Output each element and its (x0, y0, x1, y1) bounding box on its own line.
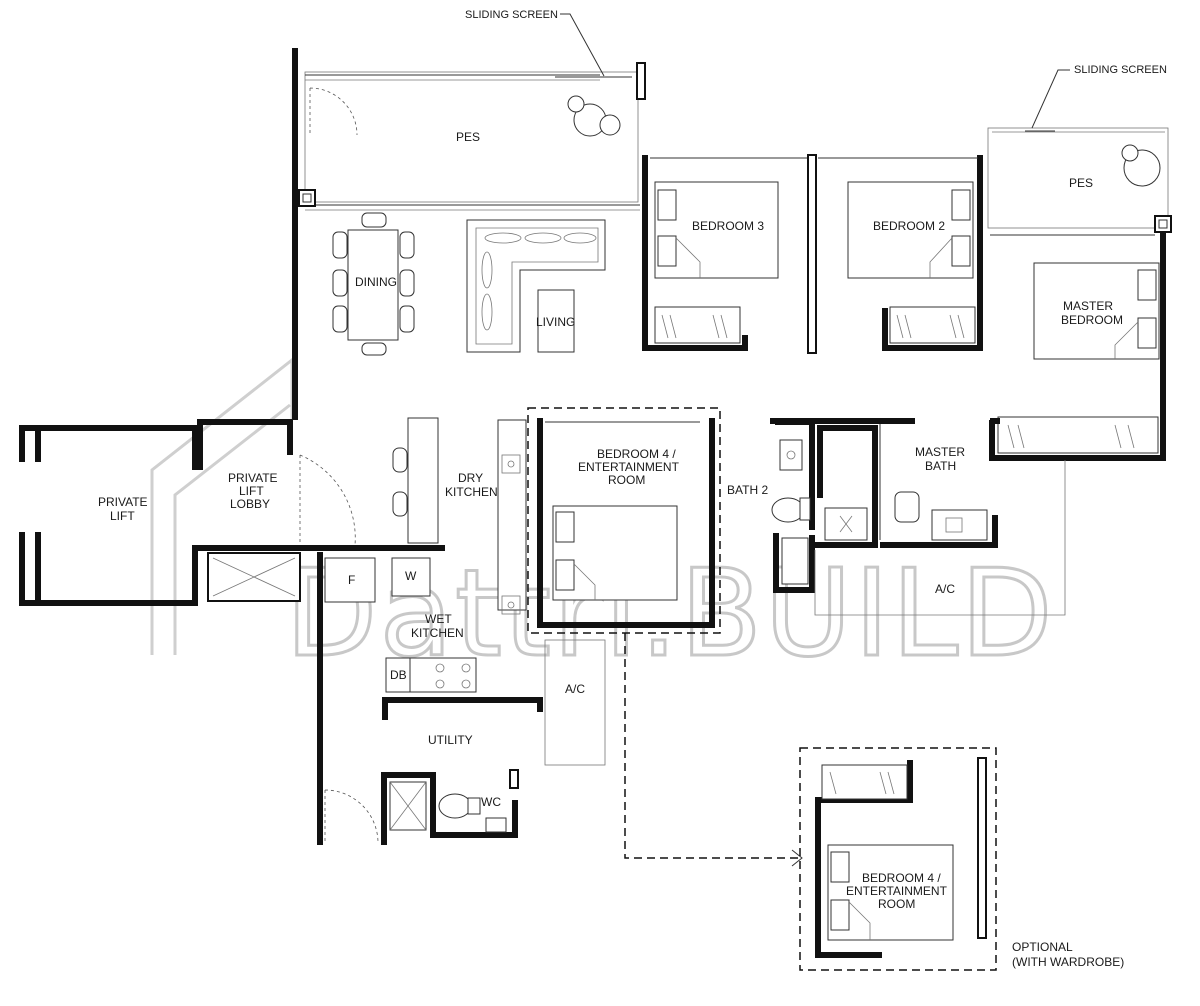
dry-kitchen: DRY KITCHEN (392, 417, 527, 611)
private-lift-label-1: PRIVATE (98, 495, 148, 509)
dining-area: DINING (332, 212, 415, 356)
bedroom4: BEDROOM 4 / ENTERTAINMENT ROOM (527, 407, 721, 634)
bedroom4-optional-label-1: BEDROOM 4 / (862, 871, 941, 885)
master-bedroom-label-1: MASTER (1063, 299, 1113, 313)
bedroom4-optional-label-3: ROOM (878, 897, 915, 911)
master-bedroom: MASTER BEDROOM (989, 215, 1172, 461)
wall-master-bedroom (989, 222, 1166, 461)
bath2-shower (781, 537, 809, 585)
sliding-screen-right-callout: SLIDING SCREEN (1031, 64, 1167, 129)
pes-master-label: PES (1069, 176, 1093, 190)
fridge (324, 557, 376, 603)
private-lift-lobby: PRIVATE LIFT LOBBY (197, 419, 445, 551)
bedroom3: BEDROOM 3 (642, 155, 810, 351)
sliding-screen-right-label: SLIDING SCREEN (1074, 64, 1167, 76)
washer (391, 557, 431, 597)
coffee-table (537, 289, 575, 353)
wet-kitchen-label-1: WET (425, 612, 452, 626)
optional-note-2: (WITH WARDROBE) (1012, 955, 1124, 969)
fridge-label: F (348, 573, 355, 587)
kitchen-counter-dry (497, 419, 527, 611)
wall-bedroom3-left (642, 155, 748, 351)
bedroom4-dashed-outline (527, 407, 721, 634)
pes-main-label: PES (456, 130, 480, 144)
bath2-label: BATH 2 (727, 483, 768, 497)
bath2: BATH 2 (727, 419, 815, 593)
ac-center: A/C (544, 639, 606, 766)
bedroom4-label-2: ENTERTAINMENT (578, 460, 680, 474)
wardrobe-master (997, 416, 1159, 454)
ac-right: A/C (814, 460, 1066, 616)
optional-arrow-head (791, 849, 803, 867)
bedroom4-label-3: ROOM (608, 473, 645, 487)
wc-label: WC (481, 795, 501, 809)
washer-label: W (405, 569, 417, 583)
dining-table (347, 229, 399, 341)
wet-kitchen: F W DB WET KITCHEN (317, 552, 521, 845)
wall-lobby-bottom (197, 545, 445, 551)
bedroom2-label: BEDROOM 2 (873, 219, 945, 233)
bath2-toilet-icon (771, 497, 805, 523)
ac-center-label: A/C (565, 682, 585, 696)
living-label: LIVING (536, 315, 575, 329)
sliding-screen-top-callout: SLIDING SCREEN (465, 9, 605, 77)
wardrobe-bedroom3 (654, 306, 741, 344)
lobby-door (299, 454, 356, 546)
master-bedroom-label-2: BEDROOM (1061, 313, 1123, 327)
bedroom2: BEDROOM 2 (818, 155, 983, 351)
optional-note-1: OPTIONAL (1012, 940, 1073, 954)
wall-utility-top (382, 697, 543, 720)
pes-door (309, 87, 358, 136)
watermark-house-icon (150, 356, 294, 655)
utility-wc: UTILITY WC (324, 697, 543, 845)
wall-bedroom4 (537, 418, 715, 628)
pes-master-area: PES (987, 127, 1169, 229)
lobby-label-1: PRIVATE (228, 471, 278, 485)
dry-kitchen-label-2: KITCHEN (445, 485, 498, 499)
dry-kitchen-label-1: DRY (458, 471, 483, 485)
lobby-label-2: LIFT (239, 484, 264, 498)
bedroom4-optional-label-2: ENTERTAINMENT (846, 884, 948, 898)
master-bath-toilet-icon (894, 491, 920, 523)
db-label: DB (390, 668, 407, 682)
living-area: LIVING (466, 219, 606, 353)
pes-main-area (304, 62, 646, 211)
wc-toilet-icon (438, 793, 472, 819)
wall-wc (381, 772, 518, 845)
column-left (298, 189, 316, 207)
wall-bedroom3-2-divider (807, 154, 817, 354)
private-lift: PRIVATE LIFT (19, 425, 198, 606)
master-bath: MASTER BATH (815, 420, 998, 548)
bath2-basin (779, 439, 803, 471)
ac-right-label: A/C (935, 582, 955, 596)
lobby-label-3: LOBBY (230, 497, 270, 511)
kitchen-island (407, 417, 439, 544)
master-bath-label-1: MASTER (915, 445, 965, 459)
sofa (466, 219, 606, 353)
sliding-screen-top-label: SLIDING SCREEN (465, 9, 558, 21)
master-bath-label-2: BATH (925, 459, 956, 473)
wall-lift-top (35, 425, 198, 470)
wall-lift-bottom (35, 532, 198, 606)
bedroom3-label: BEDROOM 3 (692, 219, 764, 233)
utility-label: UTILITY (428, 733, 473, 747)
wall-bedroom4-optional (815, 760, 913, 958)
private-lift-label-2: LIFT (110, 509, 135, 523)
bedroom4-optional-dashed-outline (799, 747, 997, 971)
bedroom4-label-1: BEDROOM 4 / (597, 447, 676, 461)
utility-door (324, 789, 379, 844)
wet-kitchen-label-2: KITCHEN (411, 626, 464, 640)
wall-master-bath (815, 425, 878, 548)
wall-bedroom2-right (882, 155, 983, 351)
bedroom4-optional: BEDROOM 4 / ENTERTAINMENT ROOM (799, 747, 997, 971)
master-bath-vanity (931, 509, 988, 541)
optional-arrow-line (624, 633, 800, 859)
dining-label: DINING (355, 275, 397, 289)
